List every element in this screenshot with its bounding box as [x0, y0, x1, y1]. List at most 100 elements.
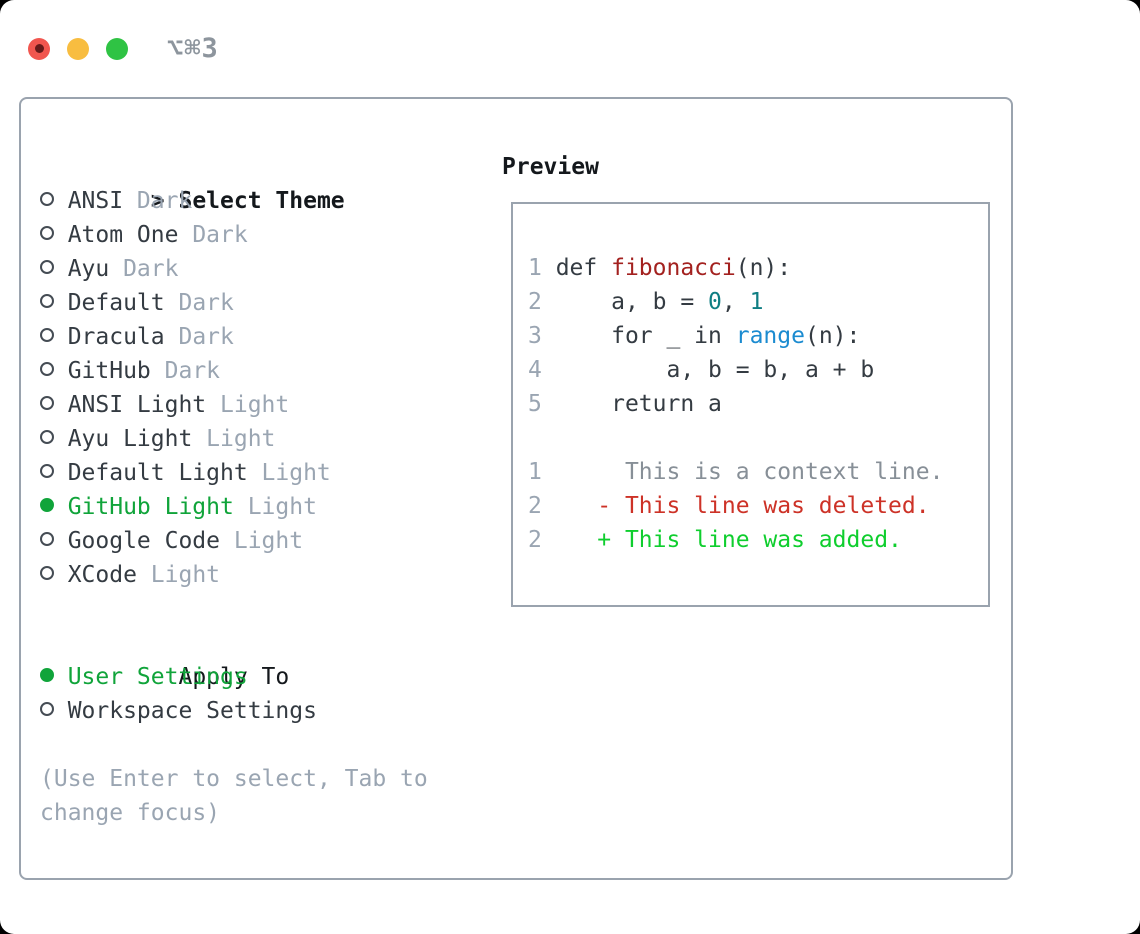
line-number: 2: [528, 493, 556, 519]
theme-name-label: Default: [67, 290, 165, 316]
theme-name-label: Default Light: [67, 460, 248, 486]
radio-circle: [40, 192, 54, 206]
radio-circle: [40, 702, 54, 716]
apply-option-user-settings[interactable]: User Settings: [40, 660, 502, 694]
apply-to-label: Apply To: [178, 664, 290, 690]
theme-option-default-dark[interactable]: Default Dark: [40, 286, 502, 320]
theme-variant-label: Light: [220, 392, 290, 418]
preview-title: Preview: [502, 154, 599, 180]
theme-option-ayu-light-light[interactable]: Ayu Light Light: [40, 422, 502, 456]
code-line: 4 a, b = b, a + b: [528, 353, 988, 387]
window-title: ⌥⌘3: [167, 33, 219, 64]
theme-name-label: XCode: [67, 562, 137, 588]
theme-option-atom-one-dark[interactable]: Atom One Dark: [40, 218, 502, 252]
theme-name-label: Ayu: [67, 256, 110, 282]
line-number: 2: [528, 527, 556, 553]
radio-circle: [40, 566, 54, 580]
theme-name-label: Atom One: [67, 222, 179, 248]
theme-variant-label: Dark: [192, 222, 248, 248]
theme-variant-label: Dark: [136, 188, 193, 214]
code-token-added: + This line was added.: [555, 527, 902, 553]
theme-variant-label: Dark: [178, 290, 234, 316]
help-text-line2: change focus): [40, 800, 221, 826]
apply-option-workspace-settings[interactable]: Workspace Settings: [40, 694, 502, 728]
theme-name-label: ANSI: [67, 188, 124, 214]
code-line: 1 def fibonacci(n):: [528, 251, 988, 285]
radio-circle: [40, 430, 54, 444]
theme-name-label: ANSI Light: [67, 392, 207, 418]
code-token-code: (n):: [735, 255, 792, 281]
theme-option-xcode-light[interactable]: XCode Light: [40, 558, 502, 592]
code-token-code: def: [555, 255, 612, 281]
theme-name-label: GitHub: [67, 358, 151, 384]
theme-variant-label: Light: [233, 528, 304, 554]
code-token-code: (n):: [804, 323, 861, 349]
spacer: [40, 728, 502, 762]
radio-circle: [40, 328, 54, 342]
radio-circle: [40, 396, 54, 410]
radio-circle: [40, 294, 54, 308]
spacer: [40, 592, 502, 626]
code-line: 1 This is a context line.: [528, 455, 988, 489]
theme-option-ansi-dark[interactable]: ANSI Dark: [40, 184, 502, 218]
code-line: 3 for _ in range(n):: [528, 319, 988, 353]
maximize-button[interactable]: [106, 37, 128, 60]
code-token-code: return a: [555, 391, 722, 417]
code-line: 5 return a: [528, 387, 988, 421]
theme-name-label: Ayu Light: [67, 426, 193, 452]
close-icon: [34, 44, 44, 53]
radio-circle: [40, 226, 54, 240]
line-number: 3: [528, 323, 556, 349]
theme-name-label: Google Code: [67, 528, 221, 554]
radio-circle: [40, 464, 54, 478]
theme-variant-label: Light: [261, 460, 331, 486]
line-number: 2: [528, 289, 556, 315]
code-token-num: 0: [708, 289, 722, 315]
titlebar: ⌥⌘3: [0, 0, 1140, 97]
radio-circle: [40, 362, 54, 376]
code-token-code: a, b = b, a + b: [555, 357, 875, 383]
theme-variant-label: Light: [247, 494, 317, 520]
cursor-caret-icon: >: [150, 188, 165, 214]
theme-option-default-light-light[interactable]: Default Light Light: [40, 456, 502, 490]
code-line: [528, 421, 988, 455]
close-button[interactable]: [28, 37, 50, 60]
radio-circle: [40, 668, 54, 682]
theme-variant-label: Light: [206, 426, 276, 452]
code-token-num: 1: [749, 289, 764, 315]
radio-icon: [40, 286, 68, 320]
code-token-code: for _ in: [555, 323, 736, 349]
code-token-func: fibonacci: [611, 255, 736, 281]
theme-option-ansi-light-light[interactable]: ANSI Light Light: [40, 388, 502, 422]
minimize-button[interactable]: [67, 37, 89, 60]
radio-circle: [40, 498, 54, 512]
preview-column: Preview 1 def fibonacci(n):2 a, b = 0, 1…: [502, 150, 990, 878]
theme-variant-label: Dark: [178, 324, 234, 350]
line-number: 1: [528, 459, 556, 485]
theme-variant-label: Light: [150, 562, 221, 588]
apply-to-header: Apply To: [40, 626, 502, 690]
radio-circle: [40, 260, 54, 274]
code-line: 2 - This line was deleted.: [528, 489, 988, 523]
apply-option-label: Workspace Settings: [67, 698, 317, 724]
line-number: 5: [528, 391, 556, 417]
radio-icon: [40, 490, 68, 524]
radio-icon: [40, 422, 68, 456]
select-theme-header: >Select Theme: [40, 150, 502, 214]
code-token-context: This is a context line.: [555, 459, 944, 485]
line-number: 1: [528, 255, 556, 281]
theme-option-google-code-light[interactable]: Google Code Light: [40, 524, 502, 558]
code-token-code: a, b =: [555, 289, 709, 315]
code-line: 2 + This line was added.: [528, 523, 988, 557]
radio-icon: [40, 694, 68, 728]
radio-icon: [40, 524, 68, 558]
